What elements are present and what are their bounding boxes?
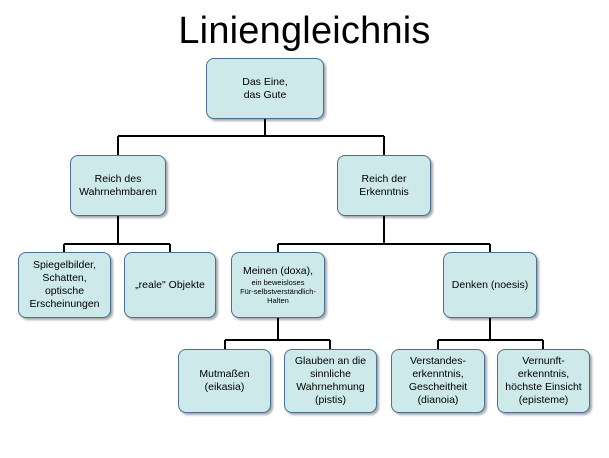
node-spiegelbilder: Spiegelbilder, Schatten, optische Ersche… xyxy=(18,252,111,318)
node-denken-noesis: Denken (noesis) xyxy=(443,252,537,318)
node-meinen-doxa: Meinen (doxa), ein beweisloses Für-selbs… xyxy=(231,252,325,318)
node-vernunfterkenntnis: Vernunft- erkenntnis, höchste Einsicht (… xyxy=(497,349,590,413)
node-verstandeserkenntnis: Verstandes- erkenntnis, Gescheitheit (di… xyxy=(391,349,485,413)
node-meinen-sublabel: ein beweisloses Für-selbstverständlich- … xyxy=(240,278,316,305)
diagram-title: Liniengleichnis xyxy=(178,10,431,52)
node-reale-objekte: „reale" Objekte xyxy=(124,252,216,318)
node-das-eine: Das Eine, das Gute xyxy=(206,58,324,119)
node-glauben: Glauben an die sinnliche Wahrnehmung (pi… xyxy=(284,349,377,413)
node-meinen-label: Meinen (doxa), xyxy=(242,265,314,277)
node-reich-der-erkenntnis: Reich der Erkenntnis xyxy=(337,155,431,216)
node-mutmassen: Mutmaßen (eikasia) xyxy=(178,349,271,413)
node-reich-des-wahrnehmbaren: Reich des Wahrnehmbaren xyxy=(70,155,166,216)
